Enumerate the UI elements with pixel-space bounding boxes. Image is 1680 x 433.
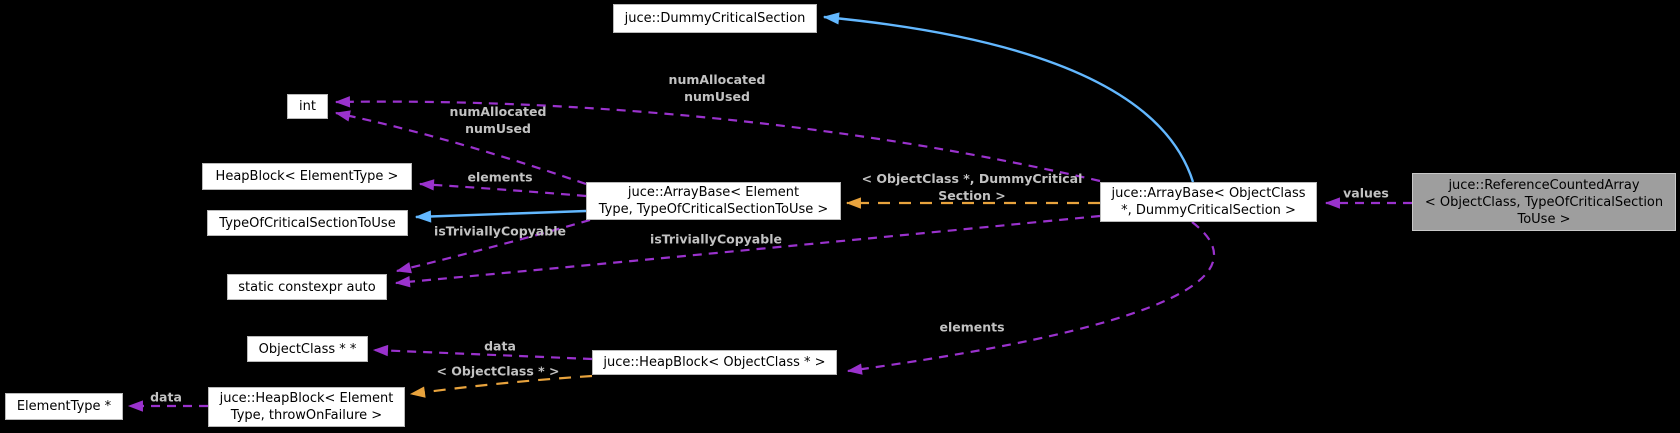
edge-label-data-lower: data — [150, 389, 182, 405]
edge-numallocated-left — [334, 110, 587, 186]
edge-label-numallocated-numused-left: numAllocated numUsed — [449, 104, 547, 136]
edge-label-template-args-heapblock: < ObjectClass * > — [436, 363, 560, 379]
node-dummy-critical-section[interactable]: juce::DummyCriticalSection — [613, 4, 817, 33]
node-heapblock-elementtype-throwonfailure[interactable]: juce::HeapBlock< Element Type, throwOnFa… — [208, 387, 405, 427]
node-elementtype-ptr[interactable]: ElementType * — [5, 393, 123, 420]
edge-label-numallocated-numused-right: numAllocated numUsed — [668, 72, 766, 104]
node-reference-counted-array[interactable]: juce::ReferenceCountedArray < ObjectClas… — [1412, 173, 1676, 231]
node-int[interactable]: int — [287, 94, 328, 119]
edge-label-elements-left: elements — [467, 169, 533, 185]
node-arraybase-objectclass-ptr[interactable]: juce::ArrayBase< ObjectClass *, DummyCri… — [1100, 182, 1317, 222]
edge-label-data-upper: data — [484, 338, 516, 354]
edge-label-values: values — [1343, 185, 1389, 201]
edge-label-istriviallycopyable-left: isTriviallyCopyable — [434, 223, 566, 239]
edge-numallocated-right — [334, 96, 1101, 183]
edge-label-istriviallycopyable-right: isTriviallyCopyable — [650, 231, 782, 247]
node-arraybase-elementtype[interactable]: juce::ArrayBase< Element Type, TypeOfCri… — [586, 182, 841, 220]
node-static-constexpr-auto[interactable]: static constexpr auto — [227, 274, 387, 300]
node-heapblock-objectclass-ptr[interactable]: juce::HeapBlock< ObjectClass * > — [592, 350, 837, 375]
node-objectclass-ptr-ptr[interactable]: ObjectClass * * — [247, 336, 368, 362]
node-heapblock-elementtype[interactable]: HeapBlock< ElementType > — [202, 163, 412, 190]
edge-elements-left — [418, 179, 587, 198]
edge-label-elements-right: elements — [939, 319, 1005, 335]
edge-istriviallycopyable-left — [395, 218, 591, 274]
edge-label-template-args-arraybase: < ObjectClass *, DummyCritical Section > — [861, 171, 1083, 203]
edge-elements-right — [846, 221, 1216, 375]
edge-inherit-dummycriticalsection — [822, 12, 1195, 183]
edge-inherit-typeofcriticalsectiontouse — [414, 209, 587, 223]
edge-data-objectclass — [372, 344, 593, 361]
edge-template-heapblock — [409, 374, 593, 398]
node-type-of-critical-section-to-use[interactable]: TypeOfCriticalSectionToUse — [207, 210, 408, 236]
